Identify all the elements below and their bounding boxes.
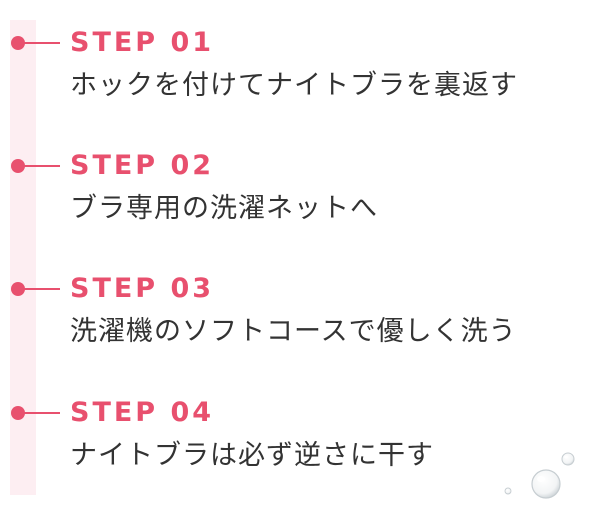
step-description: 洗濯機のソフトコースで優しく洗う bbox=[70, 316, 517, 347]
step-marker-dot bbox=[11, 282, 25, 296]
step-marker-dot bbox=[11, 406, 25, 420]
step-item-02: STEP 02 ブラ専用の洗濯ネットへ bbox=[0, 146, 594, 246]
water-drops-icon bbox=[504, 452, 575, 499]
step-description: ブラ専用の洗濯ネットへ bbox=[70, 193, 378, 224]
step-item-01: STEP 01 ホックを付けてナイトブラを裏返す bbox=[0, 23, 594, 123]
step-label: STEP 01 bbox=[70, 27, 215, 58]
step-description: ホックを付けてナイトブラを裏返す bbox=[70, 70, 518, 101]
step-label: STEP 03 bbox=[70, 273, 215, 304]
step-marker-line bbox=[24, 165, 60, 167]
step-label: STEP 02 bbox=[70, 150, 215, 181]
step-label: STEP 04 bbox=[70, 397, 215, 428]
step-marker-dot bbox=[11, 159, 25, 173]
step-marker-line bbox=[24, 42, 60, 44]
step-marker-dot bbox=[11, 36, 25, 50]
step-item-04: STEP 04 ナイトブラは必ず逆さに干す bbox=[0, 393, 594, 493]
step-item-03: STEP 03 洗濯機のソフトコースで優しく洗う bbox=[0, 269, 594, 369]
step-marker-line bbox=[24, 288, 60, 290]
step-description: ナイトブラは必ず逆さに干す bbox=[70, 440, 434, 471]
step-marker-line bbox=[24, 412, 60, 414]
